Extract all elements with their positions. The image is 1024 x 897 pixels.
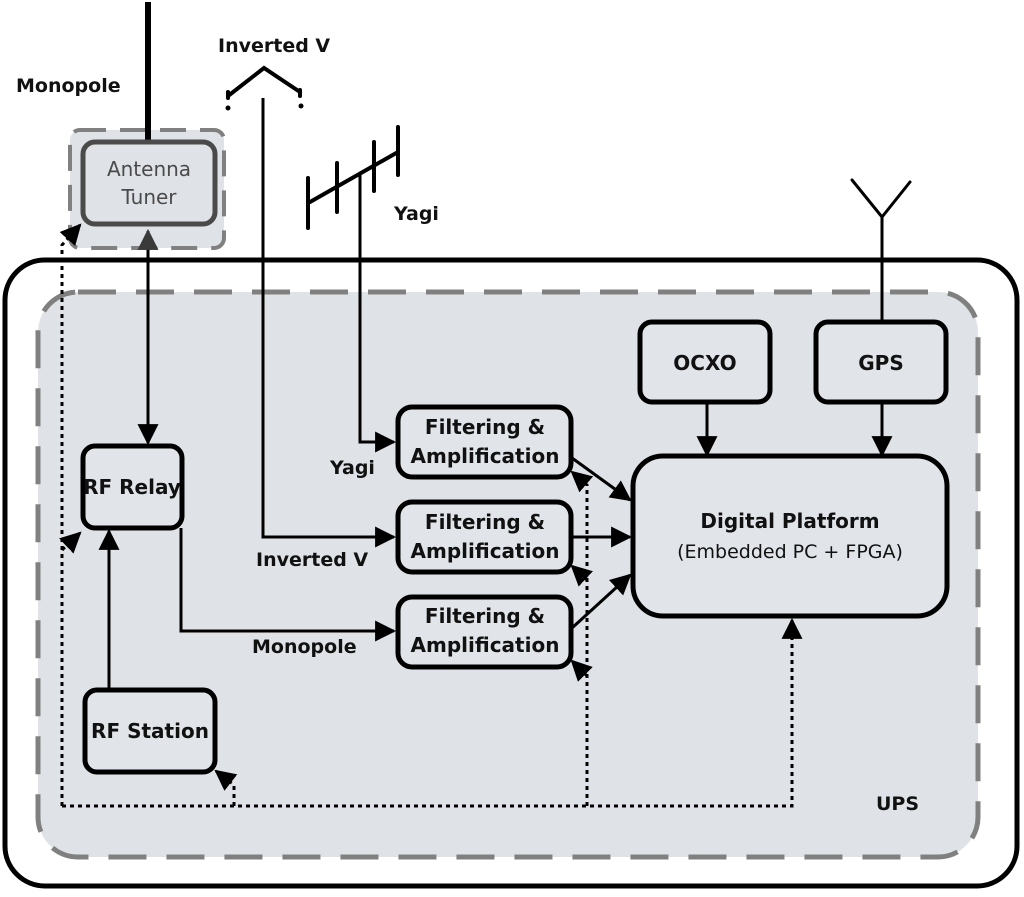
gps-box: [813, 319, 949, 405]
fa1-to-dp: [571, 456, 632, 502]
filter-amp-box-monopole: [395, 594, 574, 670]
digital-platform-subtitle: (Embedded PC + FPGA): [677, 541, 903, 563]
inverted-v-signal-label: Inverted V: [256, 549, 368, 571]
digital-platform-box: [630, 453, 950, 619]
ups-power-lines: [59, 223, 803, 808]
filter-amp-monopole-label-1: Filtering &: [425, 604, 545, 628]
monopole-signal-label: Monopole: [252, 636, 357, 658]
rf-station-box: [82, 687, 218, 775]
ocxo-label: OCXO: [673, 351, 736, 375]
filter-amp-inverted-v-label-2: Amplification: [411, 539, 560, 563]
antenna-tuner-label-2: Tuner: [120, 185, 177, 209]
yagi-signal-label: Yagi: [329, 457, 375, 479]
gps-antenna-icon: [850, 178, 912, 220]
filter-amp-box-inverted-v: [395, 499, 574, 575]
fa3-to-dp: [570, 573, 632, 630]
inverted-v-feed-line: [261, 98, 397, 548]
filter-amp-yagi-label-1: Filtering &: [425, 415, 545, 439]
monopole-feed-line: [179, 528, 397, 642]
monopole-antenna-label: Monopole: [16, 75, 121, 97]
rf-station-label: RF Station: [91, 719, 209, 743]
filter-amp-box-yagi: [395, 404, 574, 480]
antenna-tuner-box: [80, 139, 218, 227]
gps-label: GPS: [858, 351, 903, 375]
yagi-antenna-label: Yagi: [393, 203, 439, 225]
inverted-v-antenna-label: Inverted V: [218, 35, 330, 57]
filter-amp-inverted-v-label-1: Filtering &: [425, 510, 545, 534]
ocxo-box: [637, 319, 773, 405]
yagi-antenna-icon: [306, 125, 400, 230]
rf-relay-label: RF Relay: [83, 475, 181, 499]
antenna-tuner-label-1: Antenna: [107, 157, 191, 181]
digital-platform-title: Digital Platform: [700, 509, 879, 533]
filter-amp-monopole-label-2: Amplification: [411, 633, 560, 657]
rf-relay-box: [80, 443, 185, 531]
inverted-v-antenna-icon: [225, 65, 304, 111]
ups-label: UPS: [876, 793, 919, 815]
yagi-feed-line: [358, 175, 397, 453]
filter-amp-yagi-label-2: Amplification: [411, 444, 560, 468]
